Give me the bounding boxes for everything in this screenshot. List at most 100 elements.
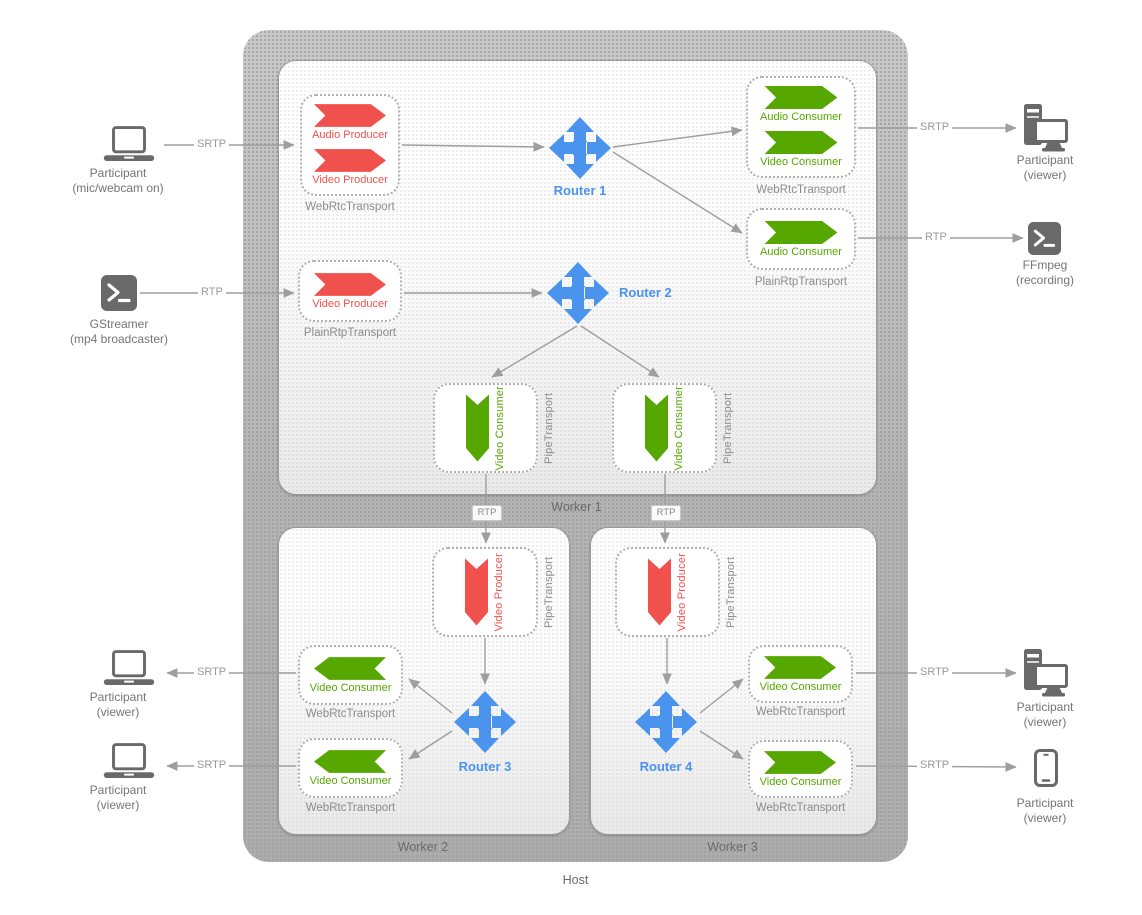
edge-label-srtp: SRTP bbox=[194, 759, 230, 772]
ffmpeg-line2: (recording) bbox=[1015, 273, 1075, 287]
video-producer-label: Video Producer bbox=[675, 552, 688, 632]
producer-arrow-down-icon bbox=[648, 557, 671, 627]
video-consumer-label: Video Consumer bbox=[672, 385, 685, 471]
video-consumer: Video Consumer bbox=[309, 750, 392, 787]
consumer-arrow-icon bbox=[764, 131, 838, 154]
consumer-arrow-left-icon bbox=[314, 750, 386, 773]
consumer-arrow-icon bbox=[764, 221, 838, 244]
viewer-line1: Participant bbox=[89, 690, 147, 704]
video-consumer: Video Consumer bbox=[759, 751, 842, 788]
producer-arrow-down-icon bbox=[465, 557, 488, 627]
gstreamer-line1: GStreamer bbox=[89, 317, 149, 331]
router3-label: Router 3 bbox=[458, 759, 512, 774]
gstreamer-label: GStreamer (mp4 broadcaster) bbox=[44, 317, 194, 347]
video-consumer-label: Video Consumer bbox=[309, 681, 392, 694]
producer-arrow-icon bbox=[314, 149, 386, 172]
participant-viewer-right1-label: Participant (viewer) bbox=[970, 700, 1120, 730]
desktop-icon bbox=[1022, 104, 1068, 152]
plainrtp-transport-caption: PlainRtpTransport bbox=[303, 327, 397, 339]
viewer-line1: Participant bbox=[89, 783, 147, 797]
edge-label-srtp: SRTP bbox=[194, 666, 230, 679]
router-icon bbox=[453, 690, 517, 754]
viewer-line2: (viewer) bbox=[1023, 715, 1067, 729]
router-icon bbox=[548, 116, 612, 180]
webrtc-transport-consumer-box-w2-top: Video Consumer bbox=[298, 645, 403, 705]
pipe-transport-consumer-box-right: Video Consumer bbox=[612, 383, 717, 473]
worker3-label: Worker 3 bbox=[707, 840, 758, 854]
video-consumer-label: Video Consumer bbox=[309, 774, 392, 787]
edge-label-rtp: RTP bbox=[198, 286, 226, 299]
video-consumer: Video Consumer bbox=[759, 656, 842, 693]
video-producer-label: Video Producer bbox=[312, 297, 388, 310]
consumer-arrow-icon bbox=[764, 656, 836, 679]
participant-viewer-top-right-label: Participant (viewer) bbox=[970, 153, 1120, 183]
pipe-transport-caption: PipeTransport bbox=[725, 556, 737, 628]
webrtc-transport-caption: WebRtcTransport bbox=[305, 708, 396, 720]
producer-arrow-icon bbox=[314, 273, 386, 296]
webrtc-transport-producers-box: Audio Producer Video Producer bbox=[300, 94, 400, 196]
host-label: Host bbox=[562, 873, 589, 887]
viewer-line2: (viewer) bbox=[96, 798, 140, 812]
video-producer-label: Video Producer bbox=[312, 174, 388, 186]
router-icon bbox=[634, 690, 698, 754]
consumer-arrow-down-icon bbox=[466, 393, 489, 463]
video-producer: Video Producer bbox=[312, 149, 388, 186]
laptop-icon bbox=[98, 126, 160, 165]
video-consumer-label: Video Consumer bbox=[760, 156, 842, 168]
rtp-badge: RTP bbox=[472, 505, 502, 521]
consumer-arrow-down-icon bbox=[645, 393, 668, 463]
viewer-line1: Participant bbox=[1016, 153, 1074, 167]
viewer-line1: Participant bbox=[1016, 796, 1074, 810]
router1-label: Router 1 bbox=[553, 183, 607, 198]
audio-producer: Audio Producer bbox=[312, 104, 388, 141]
router-icon bbox=[546, 261, 610, 325]
video-producer: Video Producer bbox=[312, 273, 388, 310]
ffmpeg-label: FFmpeg (recording) bbox=[970, 258, 1120, 288]
router2-label: Router 2 bbox=[619, 285, 672, 300]
edge-label-srtp: SRTP bbox=[917, 121, 953, 134]
video-consumer: Video Consumer bbox=[760, 131, 842, 168]
participant-viewer-left2-label: Participant (viewer) bbox=[43, 783, 193, 813]
video-consumer-label: Video Consumer bbox=[493, 385, 506, 471]
rtp-badge: RTP bbox=[651, 505, 681, 521]
consumer-arrow-icon bbox=[764, 86, 838, 109]
desktop-icon bbox=[1022, 649, 1068, 697]
webrtc-transport-consumer-box-w3-bottom: Video Consumer bbox=[748, 740, 853, 798]
audio-producer-label: Audio Producer bbox=[312, 129, 388, 141]
webrtc-transport-consumers-box: Audio Consumer Video Consumer bbox=[746, 76, 856, 178]
pipe-transport-consumer-box-left: Video Consumer bbox=[433, 383, 538, 473]
webrtc-transport-consumer-box-w3-top: Video Consumer bbox=[748, 645, 853, 703]
edge-label-rtp: RTP bbox=[922, 231, 950, 244]
audio-consumer-label: Audio Consumer bbox=[760, 245, 842, 258]
pipe-transport-caption: PipeTransport bbox=[543, 556, 555, 628]
pipe-transport-producer-box-w3: Video Producer bbox=[615, 547, 720, 637]
pipe-transport-producer-box-w2: Video Producer bbox=[432, 547, 538, 637]
video-consumer-label: Video Consumer bbox=[759, 775, 842, 788]
edge-label-srtp: SRTP bbox=[917, 666, 953, 679]
audio-consumer: Audio Consumer bbox=[760, 86, 842, 123]
video-producer-label: Video Producer bbox=[493, 552, 505, 632]
worker2-label: Worker 2 bbox=[397, 840, 449, 854]
participant-publisher-line1: Participant bbox=[89, 166, 147, 180]
worker1-label: Worker 1 bbox=[551, 500, 602, 514]
producer-arrow-icon bbox=[314, 104, 386, 127]
edge-label-srtp: SRTP bbox=[917, 759, 953, 772]
edge-label-srtp: SRTP bbox=[194, 138, 230, 151]
video-consumer-label: Video Consumer bbox=[759, 680, 842, 693]
video-consumer: Video Consumer bbox=[309, 657, 392, 694]
pipe-transport-caption: PipeTransport bbox=[722, 392, 734, 464]
router4-label: Router 4 bbox=[639, 759, 693, 774]
participant-viewer-left1-label: Participant (viewer) bbox=[43, 690, 193, 720]
webrtc-transport-caption: WebRtcTransport bbox=[305, 201, 395, 213]
laptop-icon bbox=[98, 743, 160, 782]
participant-publisher-label: Participant (mic/webcam on) bbox=[43, 166, 193, 196]
webrtc-transport-consumer-box-w2-bottom: Video Consumer bbox=[298, 738, 403, 798]
plainrtp-transport-video-producer-box: Video Producer bbox=[298, 260, 402, 322]
audio-consumer: Audio Consumer bbox=[760, 221, 842, 258]
viewer-line2: (viewer) bbox=[1023, 811, 1067, 825]
terminal-icon bbox=[101, 275, 137, 311]
viewer-line1: Participant bbox=[1016, 700, 1074, 714]
laptop-icon bbox=[98, 650, 160, 689]
consumer-arrow-icon bbox=[764, 751, 836, 774]
